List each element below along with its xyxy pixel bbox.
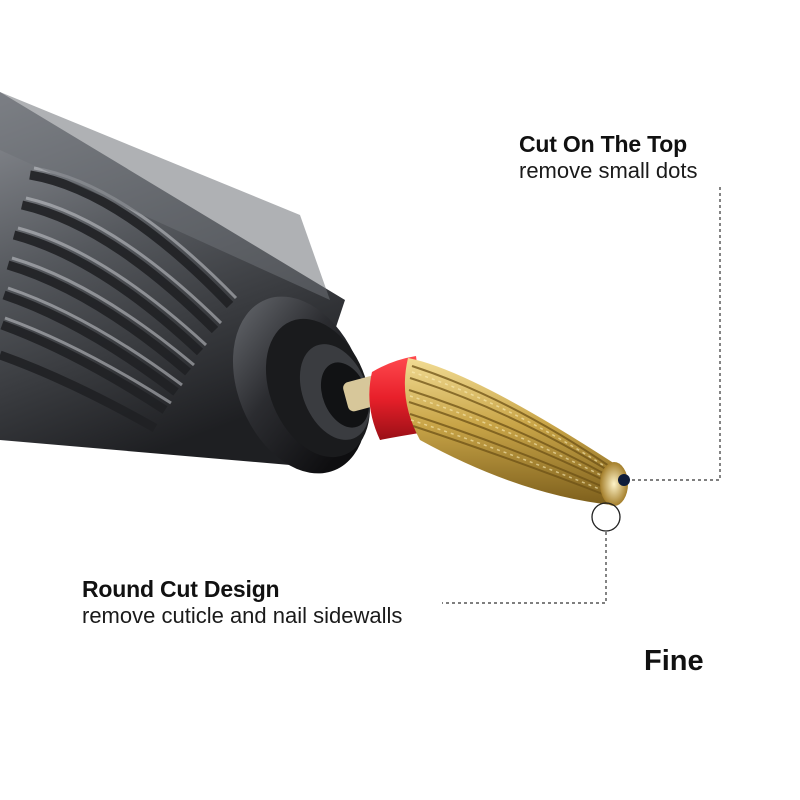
callout-top-leader bbox=[618, 185, 721, 486]
callout-round: Round Cut Design remove cuticle and nail… bbox=[82, 575, 402, 629]
callout-top: Cut On The Top remove small dots bbox=[519, 130, 698, 184]
filled-dot-icon bbox=[618, 474, 630, 486]
callout-top-title: Cut On The Top bbox=[519, 131, 687, 157]
callout-round-leader bbox=[442, 502, 621, 604]
carbide-bit bbox=[404, 358, 628, 506]
grit-grade-label: Fine bbox=[644, 645, 704, 677]
callout-top-subtitle: remove small dots bbox=[519, 158, 698, 183]
circle-outline-icon bbox=[591, 502, 621, 532]
callout-round-title: Round Cut Design bbox=[82, 576, 280, 602]
callout-round-subtitle: remove cuticle and nail sidewalls bbox=[82, 603, 403, 628]
